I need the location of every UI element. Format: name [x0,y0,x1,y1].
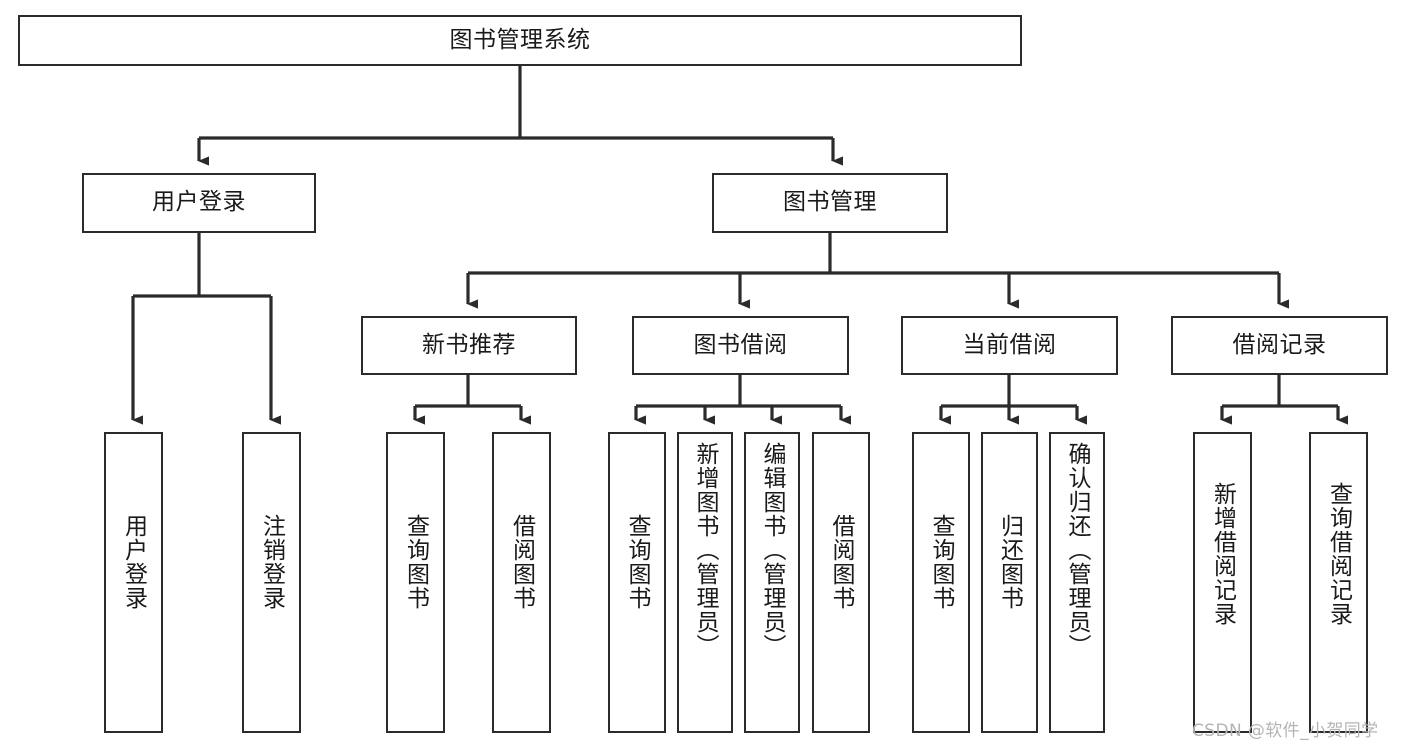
node-leaf-borrow-book-1-label: 借阅图书 [508,514,535,610]
node-book-management-label: 图书管理 [783,189,877,216]
node-leaf-query-book-2[interactable]: 查询图书 [608,432,666,733]
node-leaf-borrow-book-1[interactable]: 借阅图书 [492,432,551,733]
node-user-login[interactable]: 用户登录 [82,173,316,233]
csdn-watermark: CSDN @软件_小贺同学 [1192,721,1379,741]
node-book-borrow-label: 图书借阅 [693,331,788,358]
node-borrow-record[interactable]: 借阅记录 [1171,316,1388,375]
node-leaf-borrow-book-2[interactable]: 借阅图书 [812,432,870,733]
node-leaf-return-book-label: 归还图书 [996,514,1023,610]
node-leaf-borrow-book-2-label: 借阅图书 [828,514,855,610]
node-user-login-label: 用户登录 [152,189,246,216]
node-borrow-record-label: 借阅记录 [1232,331,1327,358]
node-book-management[interactable]: 图书管理 [712,173,948,233]
node-leaf-query-book-1[interactable]: 查询图书 [386,432,445,733]
node-leaf-edit-book[interactable]: 编辑图书（管理员） [744,432,800,733]
node-new-book-recommend-label: 新书推荐 [422,331,516,358]
node-current-borrow-label: 当前借阅 [962,331,1057,358]
node-leaf-return-book[interactable]: 归还图书 [981,432,1038,733]
node-root-label: 图书管理系统 [449,26,591,53]
node-book-borrow[interactable]: 图书借阅 [632,316,849,375]
node-leaf-query-book-3-label: 查询图书 [928,514,955,610]
node-leaf-logout-login-label: 注销登录 [258,514,285,610]
node-leaf-user-login[interactable]: 用户登录 [104,432,163,733]
node-leaf-add-record[interactable]: 新增借阅记录 [1193,432,1252,733]
node-leaf-query-record[interactable]: 查询借阅记录 [1309,432,1368,733]
node-leaf-query-book-3[interactable]: 查询图书 [912,432,970,733]
node-leaf-query-book-2-label: 查询图书 [624,514,651,610]
node-leaf-edit-book-label: 编辑图书（管理员） [759,442,786,658]
node-leaf-query-record-label: 查询借阅记录 [1325,482,1352,626]
node-leaf-user-login-label: 用户登录 [120,514,147,610]
node-leaf-logout-login[interactable]: 注销登录 [242,432,301,733]
node-leaf-query-book-1-label: 查询图书 [402,514,429,610]
node-new-book-recommend[interactable]: 新书推荐 [361,316,577,375]
node-current-borrow[interactable]: 当前借阅 [901,316,1118,375]
node-leaf-add-book-label: 新增图书（管理员） [692,442,719,658]
node-leaf-add-book[interactable]: 新增图书（管理员） [677,432,733,733]
node-root[interactable]: 图书管理系统 [18,15,1022,66]
node-leaf-confirm-return[interactable]: 确认归还（管理员） [1049,432,1105,733]
node-leaf-add-record-label: 新增借阅记录 [1209,482,1236,626]
node-leaf-confirm-return-label: 确认归还（管理员） [1064,442,1091,658]
